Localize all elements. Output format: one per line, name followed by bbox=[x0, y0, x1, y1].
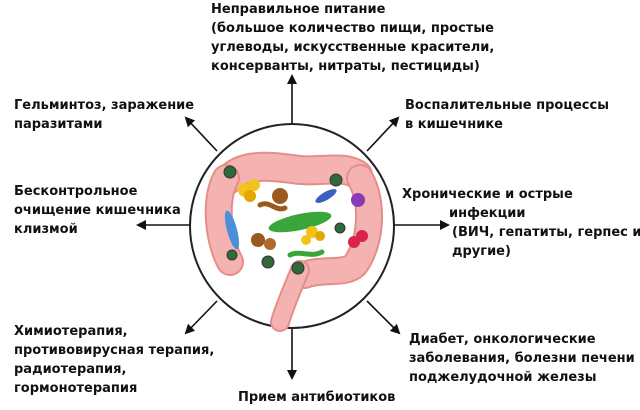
cause-inflammation: Воспалительные процессы в кишечнике bbox=[405, 96, 609, 134]
cause-text-line: клизмой bbox=[14, 222, 78, 237]
cause-text-line: Бесконтрольное bbox=[14, 184, 138, 199]
cause-text-line: Химиотерапия, bbox=[14, 324, 128, 339]
cause-text-line: Прием антибиотиков bbox=[238, 390, 396, 405]
arrow-bottom-right bbox=[366, 300, 401, 335]
cause-text-line: поджелудочной железы bbox=[409, 370, 597, 385]
cause-text-line: Хронические и острые bbox=[402, 187, 573, 202]
cause-text-line: Неправильное питание bbox=[211, 2, 386, 17]
cause-text-line: Гельминтоз, заражение bbox=[14, 98, 195, 113]
cause-helminthiasis: Гельминтоз, заражение паразитами bbox=[14, 96, 194, 134]
cause-enema-cleansing: Бесконтрольное очищение кишечника клизмо… bbox=[14, 182, 181, 239]
cause-therapies: Химиотерапия, противовирусная терапия, р… bbox=[14, 322, 214, 398]
cause-text-line: (ВИЧ, гепатиты, герпес и bbox=[452, 225, 640, 240]
cause-text-line: паразитами bbox=[14, 117, 103, 132]
cause-text-line: другие) bbox=[452, 244, 511, 259]
cause-text-line: консерванты, нитраты, пестициды) bbox=[211, 59, 480, 74]
arrow-top-left bbox=[184, 116, 218, 152]
cause-antibiotics: Прием антибиотиков bbox=[238, 388, 395, 407]
cause-text-line: Диабет, онкологические bbox=[409, 332, 596, 347]
cause-text-line: заболевания, болезни печени и bbox=[409, 351, 640, 366]
cause-text-line: очищение кишечника bbox=[14, 203, 181, 218]
cause-text-line: гормонотерапия bbox=[14, 381, 138, 396]
cause-chronic-diseases: Диабет, онкологические заболевания, боле… bbox=[409, 330, 640, 387]
arrow-bottom-left bbox=[184, 300, 218, 335]
cause-unhealthy-diet: Неправильное питание (большое количество… bbox=[211, 0, 494, 76]
intestine-with-microbes-icon bbox=[189, 123, 395, 332]
cause-text-line: радиотерапия, bbox=[14, 362, 127, 377]
arrow-top-right bbox=[366, 116, 400, 152]
cause-text-line: противовирусная терапия, bbox=[14, 343, 215, 358]
cause-text-line: инфекции bbox=[449, 206, 526, 221]
cause-text-line: в кишечнике bbox=[405, 117, 503, 132]
cause-infections: Хронические и острые инфекции (ВИЧ, гепа… bbox=[402, 185, 640, 261]
cause-text-line: Воспалительные процессы bbox=[405, 98, 609, 113]
cause-text-line: (большое количество пищи, простые bbox=[211, 21, 494, 36]
cause-text-line: углеводы, искусственные красители, bbox=[211, 40, 495, 55]
